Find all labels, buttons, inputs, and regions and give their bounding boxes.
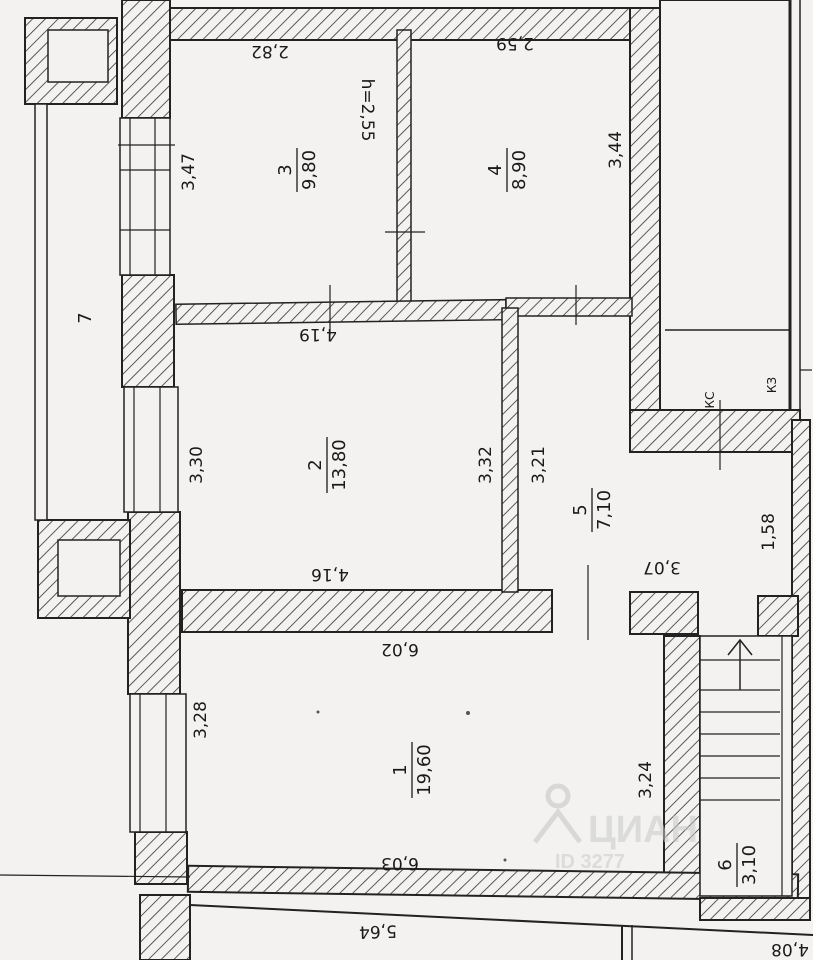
- svg-text:2,82: 2,82: [251, 41, 289, 61]
- dimension-ticks: [0, 144, 812, 878]
- room-7-number: 7: [75, 312, 96, 323]
- mark-kz: КЗ: [765, 377, 779, 393]
- dimension-6-02: 6,02: [381, 639, 419, 659]
- dimension-2-59: 2,59: [496, 33, 534, 53]
- room-1-label: 1 19,60: [390, 742, 435, 798]
- room-4-area: 8,90: [509, 150, 530, 190]
- room-6-number: 6: [715, 859, 736, 870]
- room-5-area: 7,10: [594, 490, 615, 530]
- svg-text:3,47: 3,47: [179, 153, 199, 191]
- partitions: [175, 29, 633, 593]
- dimension-2-82: 2,82: [251, 41, 289, 61]
- svg-text:КЗ: КЗ: [765, 377, 779, 393]
- watermark-id: ID 3277: [555, 851, 625, 873]
- svg-text:3,07: 3,07: [643, 557, 681, 577]
- mark-ks: КС: [703, 392, 717, 409]
- dimension-1-58: 1,58: [759, 513, 779, 551]
- room-3-area: 9,80: [299, 150, 320, 190]
- dimension-4-08: 4,08: [771, 939, 809, 959]
- room-6-area: 3,10: [739, 845, 760, 885]
- windows: [119, 117, 187, 833]
- dimension-3-07: 3,07: [643, 557, 681, 577]
- svg-text:3,30: 3,30: [187, 446, 207, 484]
- svg-text:4,08: 4,08: [771, 939, 809, 959]
- watermark-logo-icon: [545, 783, 571, 809]
- room-3-number: 3: [275, 164, 296, 175]
- balcony: [34, 103, 48, 521]
- staircase: [699, 635, 793, 897]
- svg-text:3,44: 3,44: [606, 131, 626, 169]
- dimension-3-32: 3,32: [476, 446, 496, 484]
- svg-text:2,59: 2,59: [496, 33, 534, 53]
- dimension-4-16: 4,16: [311, 564, 349, 584]
- svg-text:4,19: 4,19: [299, 324, 337, 344]
- svg-text:КС: КС: [703, 392, 717, 409]
- dimension-4-19: 4,19: [299, 324, 337, 344]
- svg-text:6,02: 6,02: [381, 639, 419, 659]
- dimension-3-47: 3,47: [179, 153, 199, 191]
- room-4-number: 4: [485, 164, 506, 175]
- room-2-number: 2: [305, 459, 326, 470]
- watermark: ЦИАН ID 3277: [533, 783, 698, 873]
- room-1-area: 19,60: [414, 744, 435, 796]
- room-5-number: 5: [570, 504, 591, 515]
- dimension-3-21: 3,21: [529, 446, 549, 484]
- svg-text:1,58: 1,58: [759, 513, 779, 551]
- dimension-3-28: 3,28: [191, 701, 211, 739]
- svg-text:3,32: 3,32: [476, 446, 496, 484]
- watermark-brand: ЦИАН: [588, 809, 698, 851]
- walls: [24, 0, 811, 921]
- paper-specks: [316, 710, 507, 862]
- room-2-label: 2 13,80: [305, 437, 350, 493]
- svg-text:3,24: 3,24: [636, 761, 656, 799]
- room-5-label: 5 7,10: [570, 488, 615, 532]
- room-7-label: 7: [75, 312, 96, 323]
- dimension-6-03: 6,03: [381, 853, 419, 873]
- svg-text:h=2,55: h=2,55: [357, 79, 377, 142]
- svg-text:3,21: 3,21: [529, 446, 549, 484]
- room-6-label: 6 3,10: [715, 843, 760, 887]
- adjacent-strip: [139, 894, 813, 960]
- dimension-3-44: 3,44: [606, 131, 626, 169]
- dimension-3-30: 3,30: [187, 446, 207, 484]
- dimension-height: h=2,55: [357, 79, 377, 142]
- svg-text:5,64: 5,64: [359, 920, 398, 941]
- svg-text:6,03: 6,03: [381, 853, 419, 873]
- room-4-label: 4 8,90: [485, 148, 530, 192]
- svg-text:4,16: 4,16: [311, 564, 349, 584]
- room-2-area: 13,80: [329, 439, 350, 491]
- dimension-3-24: 3,24: [636, 761, 656, 799]
- room-1-number: 1: [390, 764, 411, 775]
- dimension-5-64: 5,64: [359, 920, 398, 941]
- svg-text:3,28: 3,28: [191, 701, 211, 739]
- room-3-label: 3 9,80: [275, 148, 320, 192]
